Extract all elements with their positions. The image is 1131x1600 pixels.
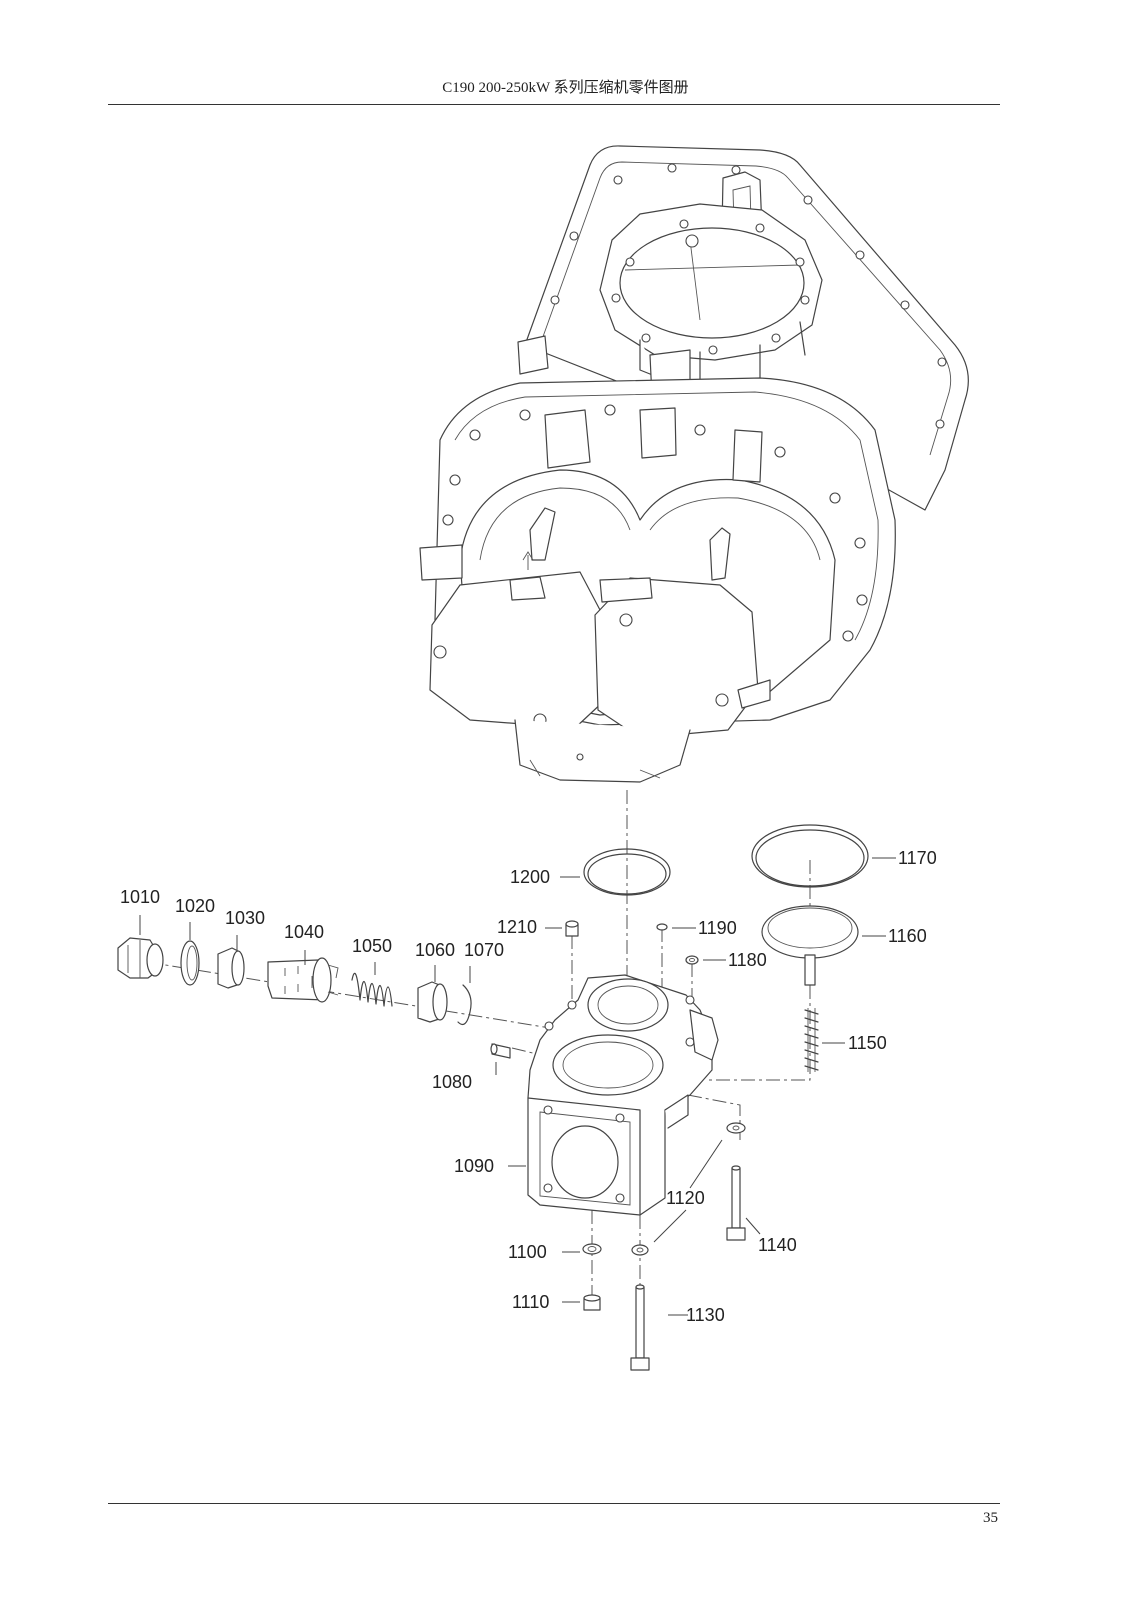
compressor-housing xyxy=(419,145,969,783)
part-1120-washer xyxy=(631,1122,746,1256)
part-1030-bushing xyxy=(217,947,245,989)
callout-1090: 1090 xyxy=(454,1156,494,1176)
callout-1080: 1080 xyxy=(432,1072,472,1092)
part-1140-bolt xyxy=(726,1165,746,1241)
callout-1100: 1100 xyxy=(508,1242,547,1262)
callout-labels: 1010 1020 1030 1040 1050 1060 1070 1080 … xyxy=(120,848,937,1325)
callout-1150: 1150 xyxy=(848,1033,887,1053)
callout-1210: 1210 xyxy=(497,917,537,937)
callout-1110: 1110 xyxy=(512,1292,549,1312)
part-1180-washer xyxy=(685,955,699,965)
callout-1020: 1020 xyxy=(175,896,215,916)
part-1050-spring xyxy=(351,972,393,1007)
part-1020-seal-ring xyxy=(180,940,200,986)
part-1040-valve-sleeve xyxy=(267,957,339,1003)
part-1170-o-ring xyxy=(751,824,869,888)
part-1210-screw xyxy=(565,920,579,937)
callout-1120: 1120 xyxy=(666,1188,705,1208)
part-1090-valve-body xyxy=(527,974,719,1216)
part-1070-circlip xyxy=(457,984,472,1025)
callout-1040: 1040 xyxy=(284,922,324,942)
part-1130-bolt xyxy=(630,1284,650,1371)
part-1080-pin xyxy=(490,1043,511,1059)
part-1150-spring xyxy=(804,1008,819,1072)
callout-1190: 1190 xyxy=(698,918,737,938)
callout-1060: 1060 xyxy=(415,940,455,960)
page-number: 35 xyxy=(983,1510,998,1526)
footer-rule xyxy=(108,1503,1000,1504)
callout-1070: 1070 xyxy=(464,940,504,960)
callout-1130: 1130 xyxy=(686,1305,725,1325)
page-header-title: C190 200-250kW 系列压缩机零件图册 xyxy=(442,80,689,96)
callout-1160: 1160 xyxy=(888,926,927,946)
part-1200-o-ring xyxy=(583,848,671,896)
leader-lines xyxy=(139,857,896,1316)
part-1060-piston xyxy=(417,981,448,1023)
part-1100-washer xyxy=(582,1243,602,1255)
callout-1170: 1170 xyxy=(898,848,937,868)
part-1010-plug xyxy=(117,937,164,979)
callout-1050: 1050 xyxy=(352,936,392,956)
callout-1140: 1140 xyxy=(758,1235,797,1255)
callout-1180: 1180 xyxy=(728,950,767,970)
callout-1030: 1030 xyxy=(225,908,265,928)
part-1160-valve-plate xyxy=(761,905,859,986)
callout-1010: 1010 xyxy=(120,887,160,907)
part-1110-plug xyxy=(583,1294,601,1311)
callout-1200: 1200 xyxy=(510,867,550,887)
header-rule xyxy=(108,104,1000,105)
part-1190-washer xyxy=(656,923,668,931)
